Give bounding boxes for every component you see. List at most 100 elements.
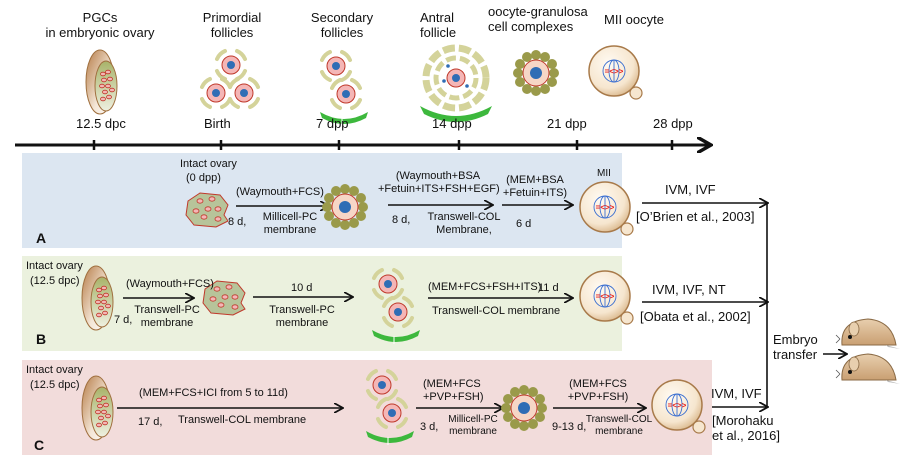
panel-a-step2-days: 8 d, (392, 214, 411, 226)
panel-b-start-label-2: (12.5 dpc) (30, 275, 80, 287)
panel-c-ovary-icon (81, 375, 114, 441)
stage-label-pgcs: PGCs in embryonic ovary (40, 10, 160, 41)
stage-label-coc: oocyte-granulosa cell complexes (488, 4, 598, 35)
primordial-follicles-icon (202, 51, 258, 107)
membrane-line: Transwell-COL (585, 414, 653, 425)
medium-line: (Waymouth+BSA (395, 170, 481, 182)
membrane-line: membrane (263, 223, 317, 236)
panel-c-step2-membrane: Millicell-PC membrane (440, 414, 506, 437)
tick-label-28-dpp: 28 dpp (653, 116, 693, 131)
panel-b-step3-membrane: Transwell-COL membrane (432, 305, 561, 317)
panel-c-step1-days: 17 d, (138, 416, 163, 428)
panel-c-secondary-icon (366, 371, 414, 445)
stage-label-line: cell complexes (488, 18, 574, 34)
panel-c-coc-icon (500, 384, 548, 432)
panel-a-step1-days: 8 d, (228, 216, 247, 228)
membrane-line: Millicell-PC (448, 414, 498, 425)
membrane-line: membrane (595, 425, 643, 437)
panel-c-start-label-1: Intact ovary (26, 364, 83, 376)
panel-c-reference: [Morohaku et al., 2016] (712, 413, 780, 444)
embryo-transfer-label: Embryo transfer (773, 332, 818, 363)
panel-b-step1-membrane: Transwell-PC membrane (130, 304, 204, 329)
panel-c-step3-membrane: Transwell-COL membrane (584, 414, 654, 437)
stage-label-line: Primordial (202, 10, 262, 25)
panel-a-outcome: IVM, IVF (665, 182, 716, 197)
pgc-ovary-icon (85, 49, 118, 115)
stage-label-line: Antral (420, 10, 454, 25)
stage-label-antral: Antral follicle (420, 10, 480, 41)
medium-line: (MEM+FCS (569, 378, 627, 390)
stage-label-line: oocyte-granulosa (488, 4, 588, 19)
medium-line: +Fetuin+ITS+FSH+EGF) (378, 182, 500, 195)
panel-b-start-label-1: Intact ovary (26, 260, 83, 272)
panel-a-step1-medium: (Waymouth+FCS) (236, 186, 324, 198)
panel-a-reference: [O’Brien et al., 2003] (636, 209, 755, 224)
reference-line: et al., 2016] (712, 427, 780, 443)
panel-c-start-label-2: (12.5 dpc) (30, 379, 80, 391)
panel-a-ovary-icon (185, 192, 229, 228)
stage-label-line: follicle (420, 24, 457, 40)
membrane-line: Membrane, (436, 223, 492, 236)
membrane-line: Millicell-PC (262, 211, 318, 223)
panel-b (22, 256, 622, 351)
panel-c-outcome: IVM, IVF (711, 386, 762, 401)
panel-c-step2-medium: (MEM+FCS +PVP+FSH) (423, 378, 484, 403)
panel-b-step1-medium: (Waymouth+FCS) (126, 278, 214, 290)
coc-icon (512, 49, 560, 97)
panel-b-step2-days: 10 d (291, 282, 313, 294)
panel-a-end-label: MII (597, 168, 611, 179)
medium-line: (MEM+BSA (506, 174, 564, 186)
membrane-line: Transwell-PC (269, 304, 335, 316)
panel-c-letter: C (34, 437, 45, 453)
panel-a-step2-membrane: Transwell-COL Membrane, (426, 211, 502, 236)
panel-a-step3-days: 6 d (516, 218, 532, 230)
panel-b-reference: [Obata et al., 2002] (640, 309, 751, 324)
panel-a-body (22, 153, 622, 248)
panel-b-letter: B (36, 331, 47, 347)
membrane-line: membrane (275, 316, 329, 329)
panel-a-letter: A (36, 230, 47, 246)
panel-c-step1-membrane: Transwell-COL membrane (178, 414, 307, 426)
antral-follicle-icon (420, 44, 492, 122)
medium-line: +PVP+FSH) (423, 390, 484, 403)
panel-a-step1-membrane: Millicell-PC membrane (250, 211, 330, 236)
panel-b-step3-medium: (MEM+FCS+FSH+ITS) (428, 281, 542, 293)
medium-line: (MEM+FCS (423, 378, 481, 390)
secondary-follicles-icon (320, 52, 368, 126)
stage-label-line: Secondary (310, 10, 374, 25)
mouse-icon (835, 318, 900, 350)
panel-b-outcome: IVM, IVF, NT (652, 282, 726, 297)
tick-label-12-5-dpc: 12.5 dpc (76, 116, 126, 131)
stage-label-line: follicles (210, 24, 254, 40)
panel-b-step1-days: 7 d, (114, 314, 133, 326)
stage-label-line: follicles (320, 24, 364, 40)
tick-label-7-dpp: 7 dpp (316, 116, 349, 131)
tick-label-14-dpp: 14 dpp (432, 116, 472, 131)
panel-a-mii-icon (579, 181, 634, 236)
stage-label-line: MII oocyte (604, 12, 664, 27)
panel-c-step3-days: 9-13 d, (552, 421, 587, 433)
embryo-transfer-line: Embryo (773, 332, 818, 347)
panel-c-step3-medium: (MEM+FCS +PVP+FSH) (558, 378, 638, 403)
stage-label-line: PGCs (82, 10, 118, 25)
membrane-line: membrane (449, 425, 497, 437)
reference-line: [Morohaku (712, 413, 774, 428)
tick-label-21-dpp: 21 dpp (547, 116, 587, 131)
panel-b-mii-icon (579, 270, 634, 325)
panel-c-step2-days: 3 d, (420, 421, 439, 433)
panel-b-ovary-icon (81, 265, 114, 331)
tick-label-birth: Birth (204, 116, 231, 131)
medium-line: +PVP+FSH) (567, 390, 629, 403)
stage-label-mii: MII oocyte (604, 12, 664, 28)
timeline-ticks (92, 140, 674, 150)
mouse-icon (835, 353, 900, 385)
panel-b-secondary-icon (372, 270, 420, 344)
panel-a-step3-medium: (MEM+BSA +Fetuin+ITS) (500, 174, 570, 199)
panel-c-mii-icon (651, 379, 706, 434)
stage-label-line: in embryonic ovary (45, 24, 155, 40)
membrane-line: membrane (140, 316, 194, 329)
stage-label-primordial: Primordial follicles (192, 10, 272, 41)
mii-oocyte-icon (588, 45, 643, 100)
panel-b-step2-membrane: Transwell-PC membrane (262, 304, 342, 329)
